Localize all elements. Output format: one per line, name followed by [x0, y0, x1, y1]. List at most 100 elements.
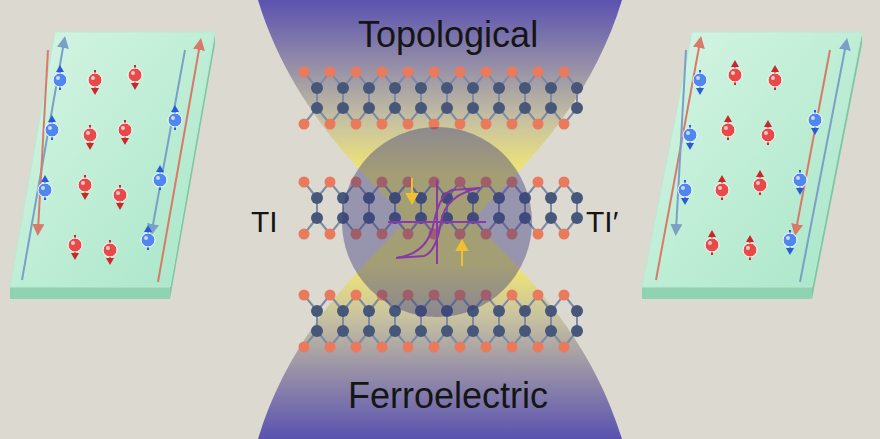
spin	[808, 110, 822, 135]
phase-label: TI′	[586, 205, 618, 239]
band-subtitle: Ferroelectric	[348, 375, 548, 417]
atom	[337, 305, 349, 317]
atom	[351, 67, 362, 78]
atom	[415, 102, 427, 114]
spin	[88, 70, 102, 95]
atom	[533, 229, 544, 240]
atom	[299, 290, 310, 301]
atom	[507, 342, 518, 353]
spin	[768, 65, 782, 90]
atom	[533, 177, 544, 188]
atom	[559, 229, 570, 240]
atom	[311, 192, 323, 204]
focus-circle	[342, 127, 532, 317]
atom	[571, 102, 583, 114]
spin	[715, 175, 729, 200]
atom	[299, 119, 310, 130]
edge-current	[800, 44, 846, 282]
spin	[728, 60, 742, 85]
atom	[507, 67, 518, 78]
phase-label: TI	[251, 205, 278, 239]
hourglass-band: TopologicalFerroelectric	[258, 0, 622, 439]
atom	[559, 67, 570, 78]
atom	[519, 305, 531, 317]
atom	[519, 325, 531, 337]
atom	[325, 229, 336, 240]
atom	[299, 229, 310, 240]
atom	[571, 305, 583, 317]
spin	[705, 230, 719, 255]
atom	[377, 342, 388, 353]
atom	[299, 342, 310, 353]
atom	[545, 305, 557, 317]
atom	[325, 67, 336, 78]
spin	[168, 105, 182, 130]
atom	[493, 82, 505, 94]
spin	[678, 180, 692, 205]
atom	[363, 325, 375, 337]
atom	[311, 325, 323, 337]
atom	[415, 325, 427, 337]
atom	[533, 290, 544, 301]
atom	[493, 102, 505, 114]
spin	[128, 65, 142, 90]
spin	[68, 235, 82, 260]
atom	[467, 82, 479, 94]
atom	[363, 82, 375, 94]
atom	[403, 342, 414, 353]
atom	[325, 290, 336, 301]
atom	[455, 342, 466, 353]
atom	[325, 342, 336, 353]
atom	[455, 119, 466, 130]
spin	[721, 115, 735, 140]
atom	[389, 82, 401, 94]
atom	[403, 67, 414, 78]
atom	[519, 82, 531, 94]
atom	[481, 342, 492, 353]
atom	[377, 67, 388, 78]
spin	[118, 120, 132, 145]
edge-current	[22, 42, 64, 280]
spin	[78, 175, 92, 200]
atom	[507, 119, 518, 130]
spin	[693, 70, 707, 95]
atom	[429, 342, 440, 353]
atom	[559, 119, 570, 130]
atom	[299, 177, 310, 188]
atom	[493, 325, 505, 337]
spin	[153, 165, 167, 190]
spin	[743, 235, 757, 260]
atom	[377, 119, 388, 130]
atom	[429, 67, 440, 78]
atom	[493, 305, 505, 317]
atom	[545, 82, 557, 94]
atom	[533, 67, 544, 78]
atom	[363, 305, 375, 317]
atom	[441, 102, 453, 114]
hysteresis-loop	[388, 180, 486, 264]
spin	[141, 225, 155, 250]
atom	[311, 212, 323, 224]
atom	[311, 305, 323, 317]
atom	[559, 177, 570, 188]
crystal-lattice	[299, 67, 584, 353]
atom	[533, 342, 544, 353]
atom	[311, 102, 323, 114]
atom	[559, 290, 570, 301]
atom	[571, 325, 583, 337]
atom	[519, 102, 531, 114]
hourglass-outline	[258, 0, 622, 439]
spin	[783, 230, 797, 255]
atom	[467, 325, 479, 337]
atom	[325, 177, 336, 188]
spin	[683, 125, 697, 150]
spin	[103, 240, 117, 265]
atom	[571, 192, 583, 204]
atom	[403, 119, 414, 130]
atom	[571, 82, 583, 94]
atom	[299, 67, 310, 78]
atom	[481, 67, 492, 78]
atom	[455, 67, 466, 78]
atom	[441, 325, 453, 337]
